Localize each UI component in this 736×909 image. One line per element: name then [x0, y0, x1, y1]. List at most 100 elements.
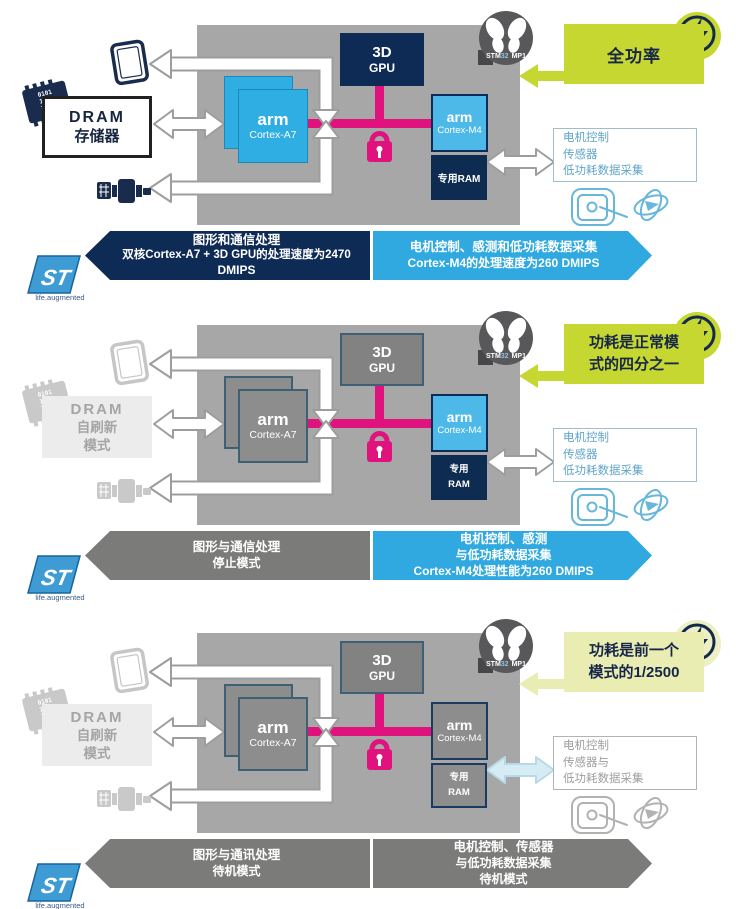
badge-32: 32 [501, 661, 509, 668]
section-connectors: 0101 1111 1010 [22, 619, 721, 902]
periph-line1: 电机控制 [563, 740, 609, 752]
bus-junction-arrow-down [312, 109, 340, 128]
cortex-a7-block: arm Cortex-A7 [238, 389, 308, 463]
dram-line1: DRAM [70, 400, 124, 418]
periph-line3: 低功耗数据采集 [563, 465, 644, 478]
gpu-label-2: GPU [368, 61, 395, 76]
periph-line2: 传感器与 [563, 756, 609, 769]
periph-line1: 电机控制 [563, 432, 609, 444]
gyroscope-icon [633, 796, 669, 830]
bus-junction-arrow-down [312, 717, 340, 736]
peripheral-arrow [486, 756, 555, 784]
cortex-a7-block: arm Cortex-A7 [238, 697, 308, 771]
dram-line3: 模式 [83, 745, 111, 761]
dram-label-box: DRAM 自刷新 模式 [42, 704, 152, 766]
gpu-block: 3D GPU [340, 33, 424, 86]
dram-arrow [153, 717, 225, 747]
ram-line2: RAM [448, 786, 470, 798]
tablet-display-icon [110, 339, 149, 386]
usb-arrow [149, 136, 334, 203]
banner-left-line2: 双核Cortex-A7 + 3D GPU的处理速度为2470 [122, 249, 351, 262]
banner-right-line1: 电机控制、感测和低功耗数据采集 [409, 240, 598, 255]
a7-model: Cortex-A7 [249, 737, 297, 750]
bus-lock-icon [367, 131, 392, 162]
gpu-label-1: 3D [372, 651, 392, 669]
usb-plug-icon [97, 787, 151, 811]
banner-right-line2: 与低功耗数据采集 [455, 855, 552, 870]
power-callout: 功耗是前一个 模式的1/2500 [564, 632, 704, 692]
system-bus [307, 692, 431, 736]
st-tagline: life.augmented [35, 901, 85, 909]
gyroscope-icon [633, 188, 669, 222]
peripherals-box: 电机控制 传感器 低功耗数据采集 [553, 428, 697, 482]
gpu-block: 3D GPU [340, 641, 424, 694]
banner-graphics-processing: 图形与通讯处理 待机模式 [85, 839, 370, 888]
banner-graphics-processing: 图形和通信处理 双核Cortex-A7 + 3D GPU的处理速度为2470 D… [85, 231, 370, 280]
section-stop-mode: 0101 1111 1010 [0, 300, 736, 608]
m4-brand: arm [446, 716, 473, 733]
power-arrow [519, 364, 566, 388]
gpu-label-1: 3D [372, 343, 392, 361]
banner-right-line1: 电机控制、感测 [459, 532, 548, 547]
tablet-display-icon [110, 39, 149, 86]
power-callout: 功耗是正常模 式的四分之一 [564, 324, 704, 384]
badge-stm: STM [486, 661, 501, 668]
banner-right-line3: 待机模式 [479, 871, 528, 886]
dram-arrow [153, 409, 225, 439]
power-callout: 全功率 [564, 24, 704, 84]
bus-junction-arrow-down [312, 409, 340, 428]
peripherals-box: 电机控制 传感器与 低功耗数据采集 [553, 736, 697, 790]
bus-junction-arrow-up [312, 420, 340, 439]
m4-model: Cortex-M4 [437, 125, 482, 137]
callout-line2: 式的四分之一 [588, 356, 679, 373]
usb-arrow [149, 436, 334, 503]
badge-mp1: MP1 [512, 53, 527, 60]
banner-left-line1: 图形和通信处理 [192, 232, 281, 247]
badge-stm: STM [486, 353, 501, 360]
periph-line2: 传感器 [563, 148, 598, 161]
cortex-m4-block: arm Cortex-M4 [431, 394, 488, 452]
callout-line1: 功耗是前一个 [588, 641, 679, 659]
dram-label-box: DRAM 存储器 [42, 96, 152, 158]
a7-model: Cortex-A7 [249, 429, 297, 442]
bus-lock-icon [367, 431, 392, 462]
dram-line2: 存储器 [74, 127, 120, 145]
display-arrow [149, 349, 334, 412]
st-logo: ST [27, 555, 81, 594]
section-connectors: 0101 1111 1010 [22, 311, 721, 594]
banner-left-line2: 待机模式 [212, 863, 261, 878]
dram-line1: DRAM [69, 108, 125, 126]
banner-left-line1: 图形与通信处理 [192, 540, 281, 555]
peripheral-arrow [486, 448, 555, 476]
a7-brand: arm [257, 717, 289, 737]
callout-line1: 全功率 [607, 46, 661, 66]
banner-graphics-processing: 图形与通信处理 停止模式 [85, 531, 370, 580]
dram-line1: DRAM [70, 708, 124, 726]
dedicated-ram-block: 专用 RAM [431, 763, 487, 808]
ram-line1: 专用 [449, 463, 469, 475]
system-bus [307, 84, 431, 128]
periph-line3: 低功耗数据采集 [563, 165, 644, 178]
chip-binary-row1: 0101 [37, 389, 53, 399]
dram-line3: 模式 [83, 437, 111, 453]
dram-arrow [153, 109, 225, 139]
section-full-power: 0101 1111 1010 [0, 0, 736, 302]
gyroscope-icon [633, 488, 669, 522]
tablet-display-icon [110, 647, 149, 694]
cortex-a7-block: arm Cortex-A7 [238, 89, 308, 163]
usb-plug-icon [97, 479, 151, 503]
banner-left-line1: 图形与通讯处理 [192, 848, 281, 863]
cortex-m4-block: arm Cortex-M4 [431, 702, 488, 760]
gpu-label-1: 3D [372, 43, 392, 61]
peripheral-arrow [486, 148, 555, 176]
st-tagline: life.augmented [35, 593, 85, 602]
gpu-block: 3D GPU [340, 333, 424, 386]
bus-junction-arrow-up [312, 120, 340, 139]
m4-model: Cortex-M4 [437, 425, 482, 437]
banner-mcu-processing: 电机控制、感测和低功耗数据采集 Cortex-M4的处理速度为260 DMIPS [373, 231, 652, 280]
